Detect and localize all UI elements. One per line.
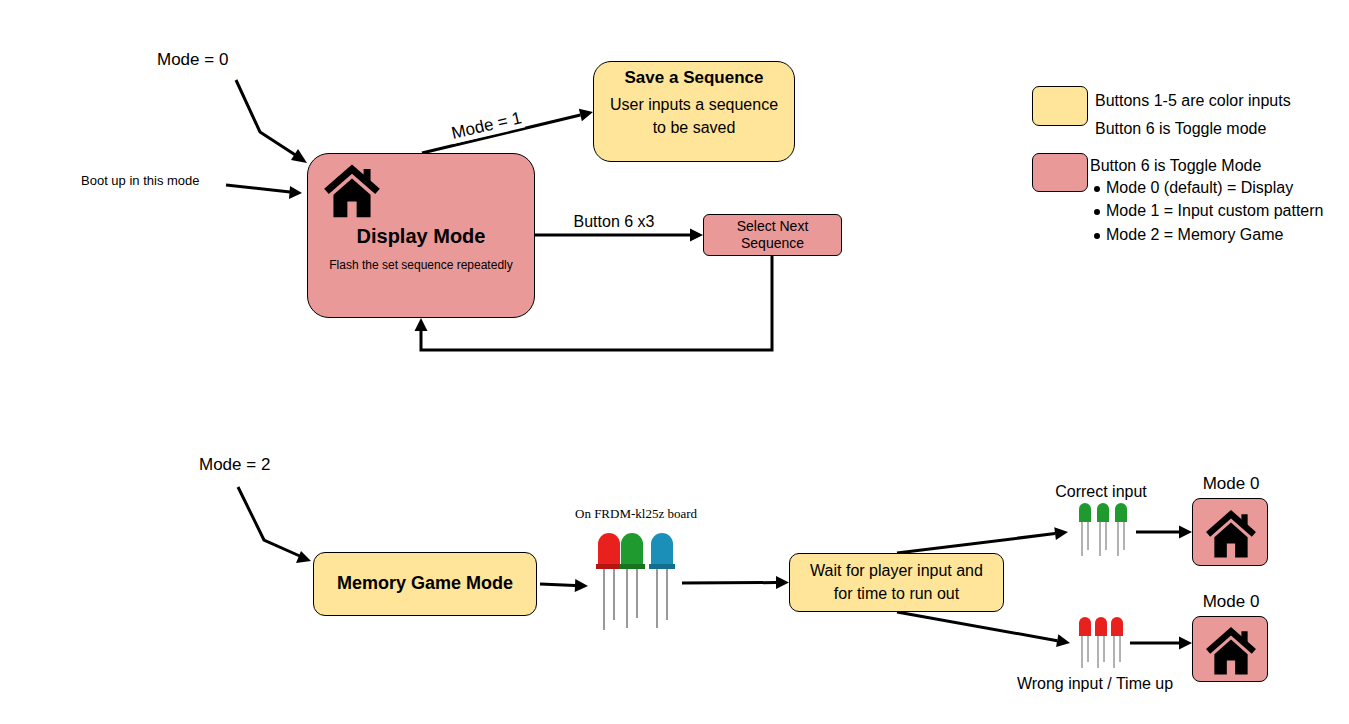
bullet bbox=[1094, 186, 1100, 192]
legend-item: Mode 2 = Memory Game bbox=[1106, 226, 1283, 244]
house-icon bbox=[1205, 624, 1257, 676]
node-title: Mode 0 bbox=[1163, 474, 1299, 494]
legend-swatch bbox=[1032, 86, 1088, 126]
led-red-row bbox=[1079, 617, 1123, 668]
arrow-head bbox=[289, 186, 302, 199]
leader-arrow bbox=[236, 80, 300, 158]
process-box: Display ModeFlash the set sequence repea… bbox=[307, 153, 535, 318]
node-title: Memory Game Mode bbox=[337, 573, 513, 595]
leader-arrow bbox=[238, 487, 302, 557]
node-body: Flash the set sequence repeatedly bbox=[329, 258, 512, 272]
legend-text: Buttons 1-5 are color inputs Button 6 is… bbox=[1095, 87, 1335, 143]
note: Boot up in this mode bbox=[81, 173, 200, 188]
process-box: Save a SequenceUser inputs a sequence to… bbox=[593, 61, 795, 162]
process-box: Mode 0 bbox=[1192, 616, 1268, 682]
arrow-head bbox=[296, 551, 311, 563]
node-title: Wait for player input and for time to ru… bbox=[810, 560, 983, 605]
legend-text: Button 6 is Toggle Mode bbox=[1090, 156, 1330, 176]
bullet bbox=[1094, 233, 1100, 239]
board-label: On FRDM-kl25z board bbox=[575, 506, 697, 522]
led-green-row bbox=[1079, 503, 1127, 556]
mode-label: Mode = 2 bbox=[199, 455, 270, 475]
mode-label: Mode = 0 bbox=[157, 50, 228, 70]
node-title: Save a Sequence bbox=[625, 68, 764, 88]
arrow-connector bbox=[897, 612, 1192, 650]
node-body: User inputs a sequence to be saved bbox=[602, 94, 786, 139]
led-blue bbox=[649, 533, 675, 628]
bullet bbox=[1094, 209, 1100, 215]
edge-label: Mode = 1 bbox=[448, 108, 526, 144]
edge-label: Correct input bbox=[1053, 483, 1149, 501]
house-icon bbox=[323, 161, 381, 219]
arrow-connector bbox=[422, 109, 593, 153]
node-title: Display Mode bbox=[357, 224, 486, 248]
arrow-head bbox=[291, 149, 307, 163]
process-box: Select Next Sequence bbox=[703, 214, 842, 256]
leader-arrow bbox=[226, 185, 290, 192]
arrow-connector bbox=[897, 526, 1192, 554]
legend-item: Mode 0 (default) = Display bbox=[1106, 179, 1293, 197]
legend-swatch bbox=[1032, 153, 1088, 192]
arrow-connector bbox=[540, 576, 789, 592]
node-title: Mode 0 bbox=[1163, 592, 1299, 612]
process-box: Wait for player input and for time to ru… bbox=[789, 553, 1004, 612]
process-box: Mode 0 bbox=[1192, 498, 1268, 566]
led-green bbox=[619, 533, 645, 628]
legend-item: Mode 1 = Input custom pattern bbox=[1106, 202, 1323, 220]
process-box: Memory Game Mode bbox=[313, 552, 537, 616]
edge-label: Button 6 x3 bbox=[572, 213, 657, 231]
led-red bbox=[596, 533, 622, 630]
node-title: Select Next Sequence bbox=[726, 218, 819, 253]
house-icon bbox=[1205, 507, 1257, 559]
edge-label: Wrong input / Time up bbox=[1015, 675, 1175, 693]
